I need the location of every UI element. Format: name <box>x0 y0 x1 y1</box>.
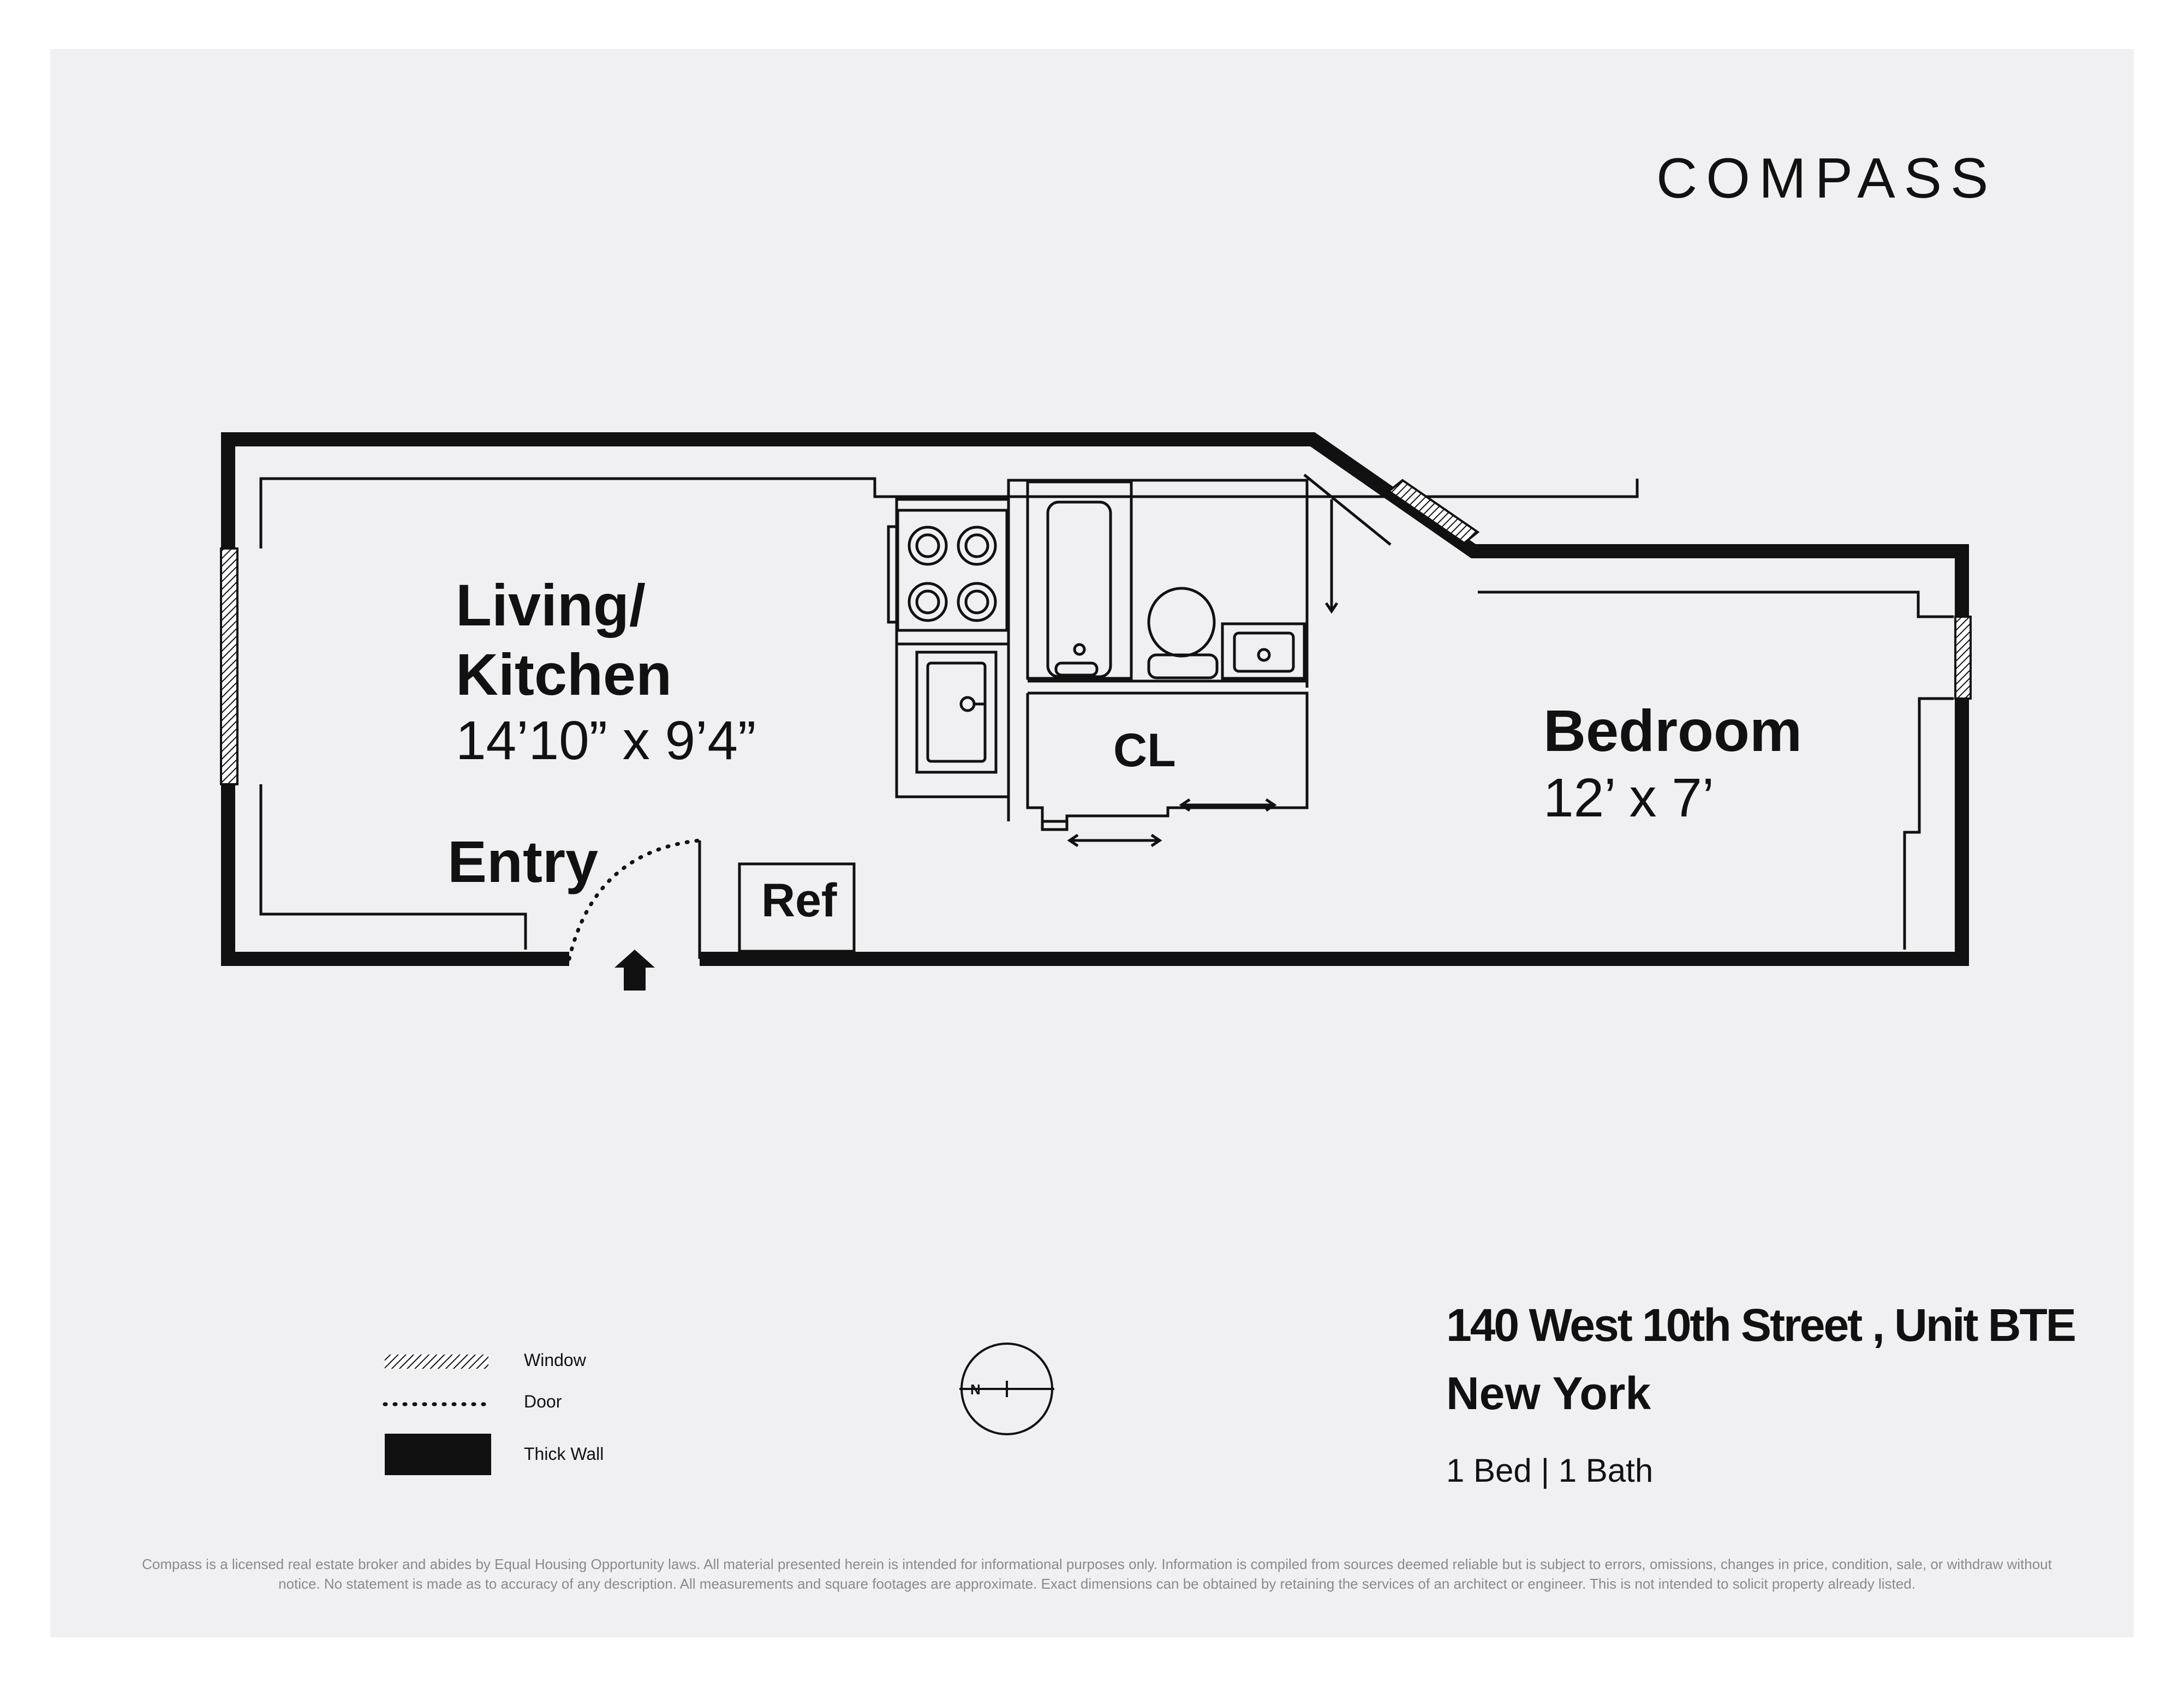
living-label-line2: Kitchen <box>456 641 672 708</box>
listing-address: 140 West 10th Street , Unit BTE <box>1446 1299 2076 1351</box>
legend <box>383 1355 491 1475</box>
stove <box>887 509 1009 632</box>
living-label-line1: Living/ <box>456 572 646 638</box>
legal-disclaimer: Compass is a licensed real estate broker… <box>142 1556 2052 1592</box>
sliding-door-arrows <box>1067 602 1339 848</box>
ref-label: Ref <box>761 874 837 927</box>
legend-thick-wall-label: Thick Wall <box>524 1444 604 1464</box>
windows <box>220 479 1972 785</box>
legend-door-label: Door <box>524 1392 562 1411</box>
entry-arrow-icon <box>614 950 655 991</box>
listing-summary: 1 Bed | 1 Bath <box>1446 1452 1654 1489</box>
compass-logo: COMPASS <box>1656 147 1997 210</box>
interior-walls <box>259 474 1954 959</box>
compass-rose-icon <box>959 1343 1054 1435</box>
entry-door-swing <box>567 838 702 961</box>
living-kitchen-label: Living/ Kitchen <box>456 570 672 709</box>
living-kitchen-dims: 14’10” x 9’4” <box>456 710 756 771</box>
bathroom-fixtures <box>1054 587 1306 680</box>
legend-window-swatch <box>385 1355 488 1369</box>
sheet-background <box>50 49 2134 1637</box>
entry-label: Entry <box>447 828 599 894</box>
legend-thick-wall-swatch <box>385 1434 491 1475</box>
listing-city: New York <box>1446 1368 1651 1419</box>
closet-label: CL <box>1113 724 1176 777</box>
bedroom-label: Bedroom <box>1543 697 1803 764</box>
compass-north-label: N <box>970 1381 981 1398</box>
bedroom-dims: 12’ x 7’ <box>1543 767 1715 828</box>
kitchen-sink <box>915 651 998 774</box>
legend-window-label: Window <box>524 1350 586 1370</box>
